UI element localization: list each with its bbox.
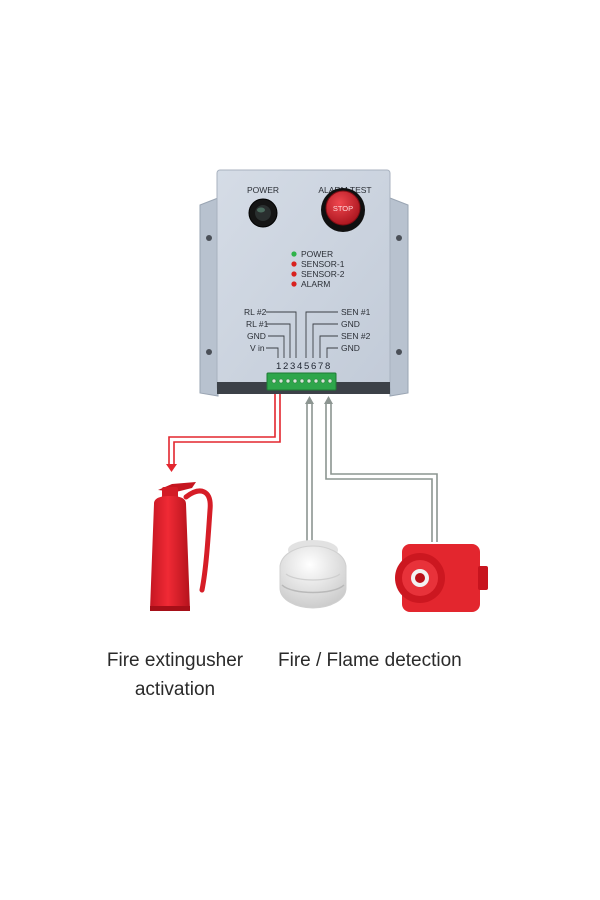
power-knob-inner bbox=[255, 205, 271, 221]
extinguisher-caption-line-1: Fire extingusher bbox=[106, 650, 244, 671]
mounting-hole bbox=[396, 349, 402, 355]
terminal-number-3: 3 bbox=[290, 361, 295, 372]
terminal-number-6: 6 bbox=[311, 361, 316, 372]
sensor-input-wire-1 bbox=[305, 396, 314, 546]
sensor-input-wire-2 bbox=[324, 396, 438, 542]
extinguisher-caption: Fire extingusher activation bbox=[100, 646, 250, 704]
mounting-hole bbox=[206, 235, 212, 241]
terminal-number-1: 1 bbox=[276, 361, 281, 372]
terminal-number-7: 7 bbox=[318, 361, 323, 372]
power-knob-label: POWER bbox=[247, 185, 279, 195]
led-indicators: POWER SENSOR-1 SENSOR-2 ALARM bbox=[291, 249, 345, 289]
terminal-label-rl1: RL #1 bbox=[246, 319, 269, 329]
stop-button[interactable] bbox=[325, 190, 361, 226]
led-sensor-1 bbox=[291, 261, 297, 267]
terminal-label-gnd-right-1: GND bbox=[341, 319, 360, 329]
led-power bbox=[291, 251, 297, 257]
led-label-alarm: ALARM bbox=[301, 279, 330, 289]
stop-button-label: STOP bbox=[333, 204, 353, 213]
led-label-power: POWER bbox=[301, 249, 333, 259]
terminal-number-5: 5 bbox=[304, 361, 309, 372]
led-sensor-2 bbox=[291, 271, 297, 277]
terminal-screws bbox=[271, 378, 333, 384]
terminal-label-rl2: RL #2 bbox=[244, 307, 267, 317]
terminal-number-2: 2 bbox=[283, 361, 288, 372]
led-alarm bbox=[291, 281, 297, 287]
terminal-leader-lines bbox=[266, 311, 338, 358]
detection-caption: Fire / Flame detection bbox=[278, 646, 462, 675]
mounting-hole bbox=[396, 235, 402, 241]
led-label-sensor-1: SENSOR-1 bbox=[301, 259, 345, 269]
flame-detector-icon bbox=[395, 544, 488, 612]
relay-output-wire bbox=[166, 394, 281, 472]
left-mounting-flange bbox=[199, 197, 219, 397]
led-label-sensor-2: SENSOR-2 bbox=[301, 269, 345, 279]
terminal-label-vin: V in bbox=[250, 343, 265, 353]
power-knob-highlight bbox=[257, 207, 265, 213]
smoke-detector-icon bbox=[279, 540, 347, 609]
detection-caption-text: Fire / Flame detection bbox=[278, 650, 462, 671]
right-mounting-flange bbox=[389, 197, 409, 397]
terminal-number-4: 4 bbox=[297, 361, 302, 372]
terminal-label-gnd-left: GND bbox=[247, 331, 266, 341]
extinguisher-caption-line-2: activation bbox=[134, 679, 216, 700]
fire-extinguisher-icon bbox=[150, 482, 213, 611]
terminal-label-sen1: SEN #1 bbox=[341, 307, 371, 317]
mounting-hole bbox=[206, 349, 212, 355]
terminal-number-8: 8 bbox=[325, 361, 330, 372]
terminal-numbers: 1 2 3 4 5 6 7 8 bbox=[276, 361, 330, 372]
controller-device: POWER ALARM TEST STOP POWER SENSOR-1 SEN… bbox=[199, 169, 409, 397]
terminal-label-gnd-right-2: GND bbox=[341, 343, 360, 353]
terminal-label-sen2: SEN #2 bbox=[341, 331, 371, 341]
